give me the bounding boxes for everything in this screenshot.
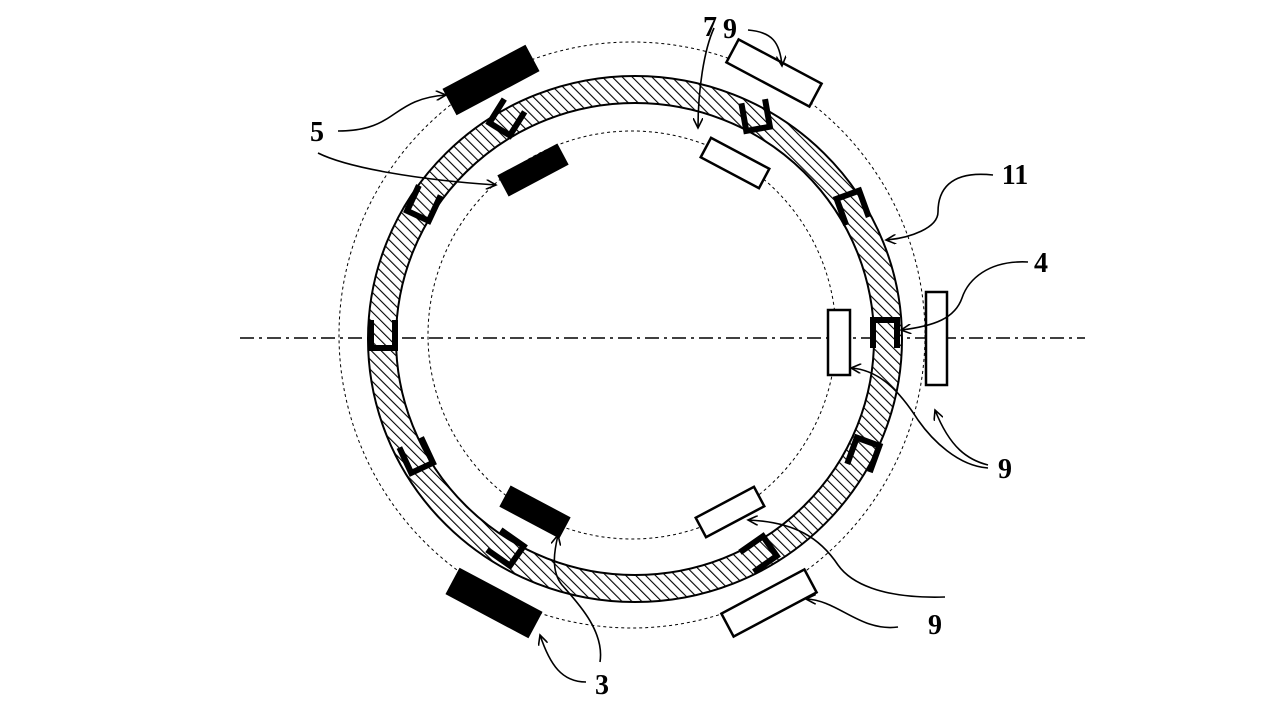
open-blocks — [694, 37, 949, 639]
leader-9-right-outer — [935, 410, 989, 466]
solid-block-top-outer — [442, 44, 540, 116]
leader-9-bottom-inner — [748, 520, 946, 598]
open-block-top-inner — [699, 136, 771, 190]
leader-5-upper — [337, 95, 446, 132]
clip-lower-left-1 — [396, 436, 437, 477]
solid-block-top-inner — [497, 143, 569, 197]
leader-9-top — [747, 29, 782, 66]
inner-dashed-circle — [427, 130, 837, 540]
hatched-ring — [368, 76, 902, 602]
clip-upper-right-1 — [738, 98, 774, 135]
leader-3-inner — [554, 535, 602, 663]
solid-block-bottom-outer — [445, 567, 543, 639]
label-11: 11 — [1002, 160, 1028, 191]
solid-block-bottom-inner — [499, 485, 571, 539]
clip-upper-left-1 — [403, 184, 444, 225]
leader-9-right-inner — [851, 368, 989, 469]
solid-blocks — [442, 44, 571, 639]
ring-clips — [368, 97, 900, 575]
leader-9-bottom-outer — [806, 599, 899, 629]
clip-lower-right-1 — [844, 433, 884, 474]
open-block-bottom-inner — [694, 485, 766, 539]
clip-upper-left-2 — [485, 97, 528, 140]
label-9-bottom: 9 — [928, 610, 942, 641]
clip-lower-left-2 — [485, 527, 528, 570]
reference-labels: 9 7 5 11 4 9 9 3 — [310, 12, 1048, 701]
leader-4 — [901, 261, 1029, 330]
clip-right — [870, 317, 900, 348]
label-5: 5 — [310, 117, 324, 148]
leader-lines — [317, 27, 1029, 683]
ring-inner-edge — [395, 102, 875, 576]
clip-lower-right-2 — [738, 532, 781, 575]
clip-left — [368, 320, 398, 351]
open-block-right-inner — [826, 308, 852, 377]
label-4: 4 — [1034, 248, 1048, 279]
label-7: 7 — [703, 12, 717, 43]
open-block-bottom-outer — [719, 567, 819, 639]
label-9-top: 9 — [723, 14, 737, 45]
leader-3-outer — [540, 635, 587, 683]
label-9-right: 9 — [998, 454, 1012, 485]
leader-5-lower — [317, 152, 496, 185]
leader-7 — [698, 27, 715, 128]
label-3: 3 — [595, 670, 609, 701]
leader-11 — [886, 173, 994, 240]
clip-upper-right-2 — [832, 186, 872, 227]
open-block-right-outer — [924, 290, 949, 387]
